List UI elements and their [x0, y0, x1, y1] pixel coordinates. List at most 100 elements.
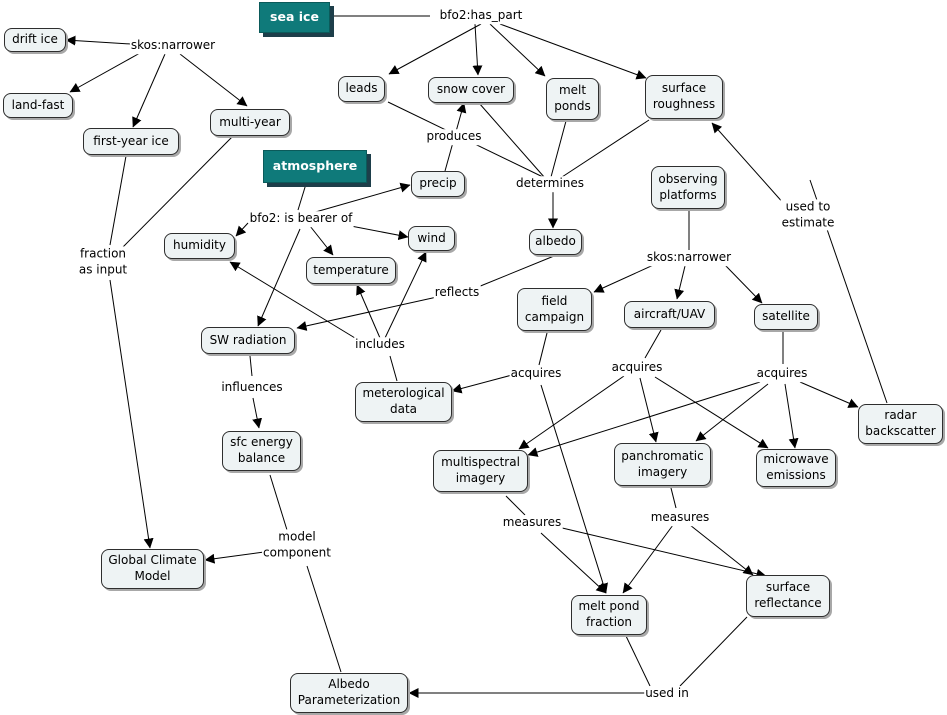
node-temperature: temperature [306, 257, 396, 284]
edge-arrow [65, 35, 132, 46]
node-sw-radiation: SW radiation [201, 327, 295, 354]
edge-line [550, 120, 567, 178]
node-satellite: satellite [754, 304, 818, 330]
node-albedo: albedo [529, 229, 582, 255]
node-meteorological-data: meterological data [355, 382, 452, 422]
node-sfc-energy-balance: sfc energy balance [222, 431, 301, 471]
edge-arrow [622, 524, 674, 594]
link-bfo2-is-bearer-of: bfo2: is bearer of [248, 211, 354, 227]
edge-arrow [799, 381, 859, 408]
node-melt-pond-fraction: melt pond fraction [571, 595, 647, 635]
edge-arrow [257, 228, 301, 327]
link-reflects: reflects [433, 285, 481, 301]
edge-line [249, 355, 253, 377]
link-skos-narrower-ice: skos:narrower [129, 38, 217, 54]
node-atmosphere: atmosphere [263, 150, 367, 183]
link-measures-multi: measures [501, 515, 563, 531]
edge-arrow [527, 381, 761, 457]
link-produces: produces [425, 129, 483, 145]
link-used-to-estimate: used to estimate [780, 199, 836, 231]
edge-arrow [384, 251, 427, 339]
edge-arrow [252, 397, 263, 429]
edge-arrow [204, 551, 265, 564]
link-acquires-field: acquires [509, 366, 563, 382]
node-surface-reflectance: surface reflectance [746, 575, 830, 617]
link-bfo2-has-part: bfo2:has_part [438, 8, 524, 24]
edge-arrow [109, 279, 154, 549]
edge-arrow [724, 264, 763, 304]
edge-arrow [593, 261, 661, 293]
edge-arrow [388, 23, 482, 75]
edge-line [505, 495, 526, 516]
link-influences: influences [220, 380, 284, 396]
node-observing-platforms: observing platforms [651, 166, 725, 209]
edge-arrow [356, 284, 381, 339]
node-albedo-parameterization: Albedo Parameterization [290, 673, 408, 713]
node-multi-year: multi-year [210, 109, 290, 136]
edge-arrow [784, 383, 799, 449]
edge-arrow [69, 52, 141, 93]
node-microwave-emissions: microwave emissions [756, 449, 836, 487]
node-snow-cover: snow cover [428, 77, 514, 103]
edge-arrow [132, 53, 166, 128]
link-measures-pan: measures [649, 510, 711, 526]
link-used-in: used in [644, 686, 690, 702]
edge-line [306, 565, 342, 673]
node-first-year-ice: first-year ice [83, 128, 179, 155]
edge-arrow [639, 377, 659, 443]
node-field-campaign: field campaign [517, 288, 592, 331]
edge-arrow [309, 225, 334, 256]
node-sea-ice: sea ice [259, 2, 330, 33]
edge-arrow [557, 526, 767, 579]
edge-line [561, 119, 650, 178]
node-panchromatic-imagery: panchromatic imagery [614, 443, 711, 486]
node-aircraft-uav: aircraft/UAV [624, 301, 715, 328]
edge-line [670, 487, 677, 509]
link-acquires-satellite: acquires [755, 366, 809, 382]
node-global-climate-model: Global Climate Model [101, 549, 204, 589]
link-includes: includes [354, 337, 406, 353]
edge-line [478, 102, 546, 179]
edge-arrow [518, 375, 625, 450]
edge-arrow [489, 23, 546, 77]
link-skos-narrower-platforms: skos:narrower [645, 250, 733, 266]
edge-line [538, 332, 548, 366]
edge-line [109, 155, 127, 246]
link-fraction-as-input: fraction as input [77, 246, 129, 278]
node-leads: leads [338, 76, 385, 102]
edge-line [297, 183, 307, 211]
edge-arrow [296, 296, 438, 331]
edge-arrow [654, 376, 769, 449]
node-drift-ice: drift ice [4, 28, 66, 52]
node-land-fast: land-fast [3, 93, 73, 118]
edge-arrow [540, 532, 607, 594]
node-humidity: humidity [164, 233, 235, 259]
edge-arrow [311, 182, 411, 214]
link-determines: determines [514, 176, 586, 192]
node-precip: precip [411, 171, 465, 197]
edge-line [625, 635, 651, 687]
edge-arrow [711, 122, 786, 206]
edge-arrow [674, 265, 686, 300]
edge-arrow [179, 53, 248, 107]
node-radar-backscatter: radar backscatter [858, 404, 943, 444]
edge-line [679, 616, 748, 687]
node-wind: wind [408, 226, 455, 251]
edge-arrow [229, 261, 356, 339]
edge-line [477, 255, 555, 288]
edge-arrow [499, 23, 647, 80]
edge-line [269, 474, 288, 531]
edge-arrow [695, 383, 769, 442]
node-surface-roughness: surface roughness [645, 75, 723, 119]
node-multispectral-imagery: multispectral imagery [433, 450, 528, 492]
edge-arrow [235, 222, 249, 237]
edge-line [121, 136, 233, 249]
link-acquires-aircraft: acquires [610, 360, 664, 376]
edge-arrow [451, 374, 513, 394]
edge-line [644, 329, 662, 359]
edge-arrow [472, 23, 483, 76]
edge-arrow [540, 384, 608, 594]
link-model-component: model component [262, 529, 332, 561]
edge-arrow [689, 524, 754, 576]
